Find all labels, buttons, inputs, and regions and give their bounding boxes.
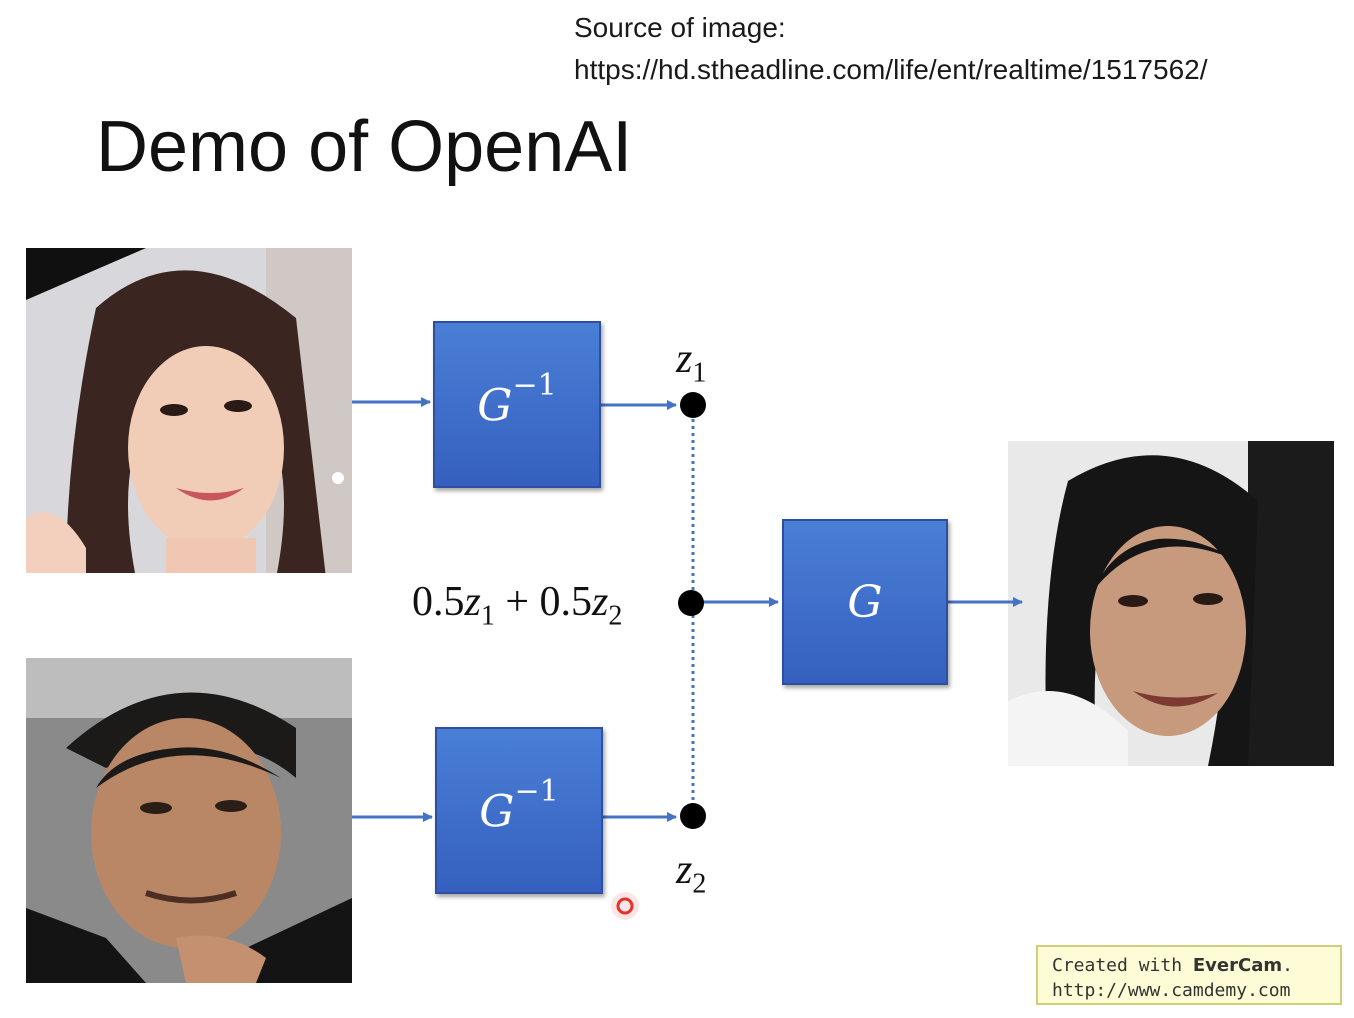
node-z1 xyxy=(680,392,706,418)
generator-block: G xyxy=(782,519,948,685)
inverse-generator-block-bottom: G−1 xyxy=(435,727,603,894)
interpolation-label: 0.5z1 + 0.5z2 xyxy=(412,579,623,632)
slide-title: Demo of OpenAI xyxy=(96,107,633,187)
output-photo xyxy=(1008,441,1334,766)
z2-label: z2 xyxy=(676,847,707,900)
node-z2 xyxy=(680,803,706,829)
evercam-watermark: Created with EverCam. http://www.camdemy… xyxy=(1036,945,1342,1005)
source-label: Source of image: xyxy=(574,12,786,43)
source-url: https://hd.stheadline.com/life/ent/realt… xyxy=(574,54,1208,85)
block-label: G−1 xyxy=(477,367,557,432)
block-label: G xyxy=(847,576,883,628)
node-mix xyxy=(678,590,704,616)
block-label: G−1 xyxy=(479,773,559,838)
z1-label: z1 xyxy=(676,336,707,389)
input-photo-woman xyxy=(26,248,352,573)
inverse-generator-block-top: G−1 xyxy=(433,321,601,488)
input-photo-man xyxy=(26,658,352,983)
cursor-indicator xyxy=(616,897,634,915)
